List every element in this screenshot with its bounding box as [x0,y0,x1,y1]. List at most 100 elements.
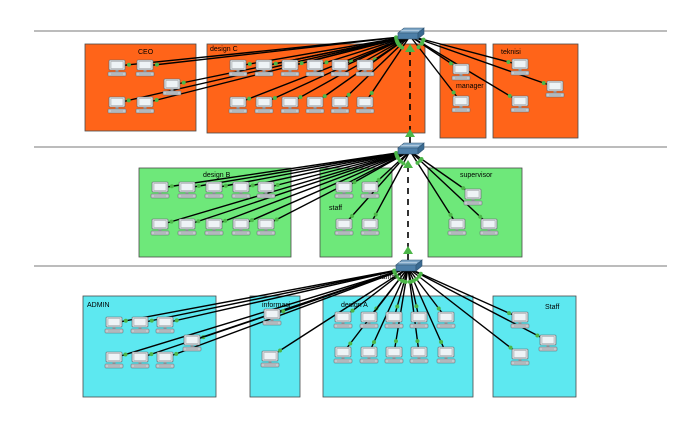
pc-icon[interactable] [436,346,456,364]
pc-icon[interactable] [262,308,282,326]
switch-icon[interactable] [395,259,423,272]
network-link [409,150,490,226]
pc-icon[interactable] [254,96,274,114]
pc-icon[interactable] [384,346,404,364]
pc-icon[interactable] [260,350,280,368]
pc-icon[interactable] [104,351,124,369]
network-link [186,150,411,189]
pc-icon[interactable] [384,311,404,329]
zone-label-informasi: informasi [262,302,291,309]
zone-label-manager: manager [456,83,484,90]
network-link [409,35,521,66]
zone-label-admin: ADMIN [87,302,110,309]
pc-icon[interactable] [451,95,471,113]
link-status-marker [478,214,483,219]
network-link [159,150,411,226]
pc-icon[interactable] [436,311,456,329]
link-status-marker [247,61,252,66]
pc-icon[interactable] [177,181,197,199]
pc-icon[interactable] [334,218,354,236]
pc-icon[interactable] [256,181,276,199]
link-status-marker [373,212,378,217]
zone-label-staff-1: Staff [545,304,559,311]
link-status-marker [348,341,353,346]
link-status-marker [436,306,441,311]
pc-icon[interactable] [479,218,499,236]
pc-icon[interactable] [538,334,558,352]
pc-icon[interactable] [359,311,379,329]
pc-icon[interactable] [510,311,530,329]
pc-icon[interactable] [280,96,300,114]
switch-icon[interactable] [397,27,425,40]
pc-icon[interactable] [135,59,155,77]
pc-icon[interactable] [334,181,354,199]
pc-icon[interactable] [451,63,471,81]
pc-icon[interactable] [510,95,530,113]
link-status-marker [278,348,283,353]
link-status-marker [346,92,351,97]
link-status-marker [250,183,255,188]
link-status-marker [415,339,420,344]
pc-icon[interactable] [256,218,276,236]
pc-icon[interactable] [162,78,182,96]
network-link [407,267,521,319]
pc-icon[interactable] [355,96,375,114]
pc-icon[interactable] [231,181,251,199]
link-status-marker [369,91,374,96]
network-link [213,150,411,226]
pc-icon[interactable] [447,218,467,236]
link-status-marker [249,218,254,223]
pc-icon[interactable] [231,218,251,236]
pc-icon[interactable] [130,316,150,334]
pc-icon[interactable] [107,59,127,77]
link-status-marker [349,214,354,219]
pc-icon[interactable] [545,80,565,98]
pc-icon[interactable] [150,181,170,199]
pc-icon[interactable] [254,59,274,77]
pc-icon[interactable] [228,59,248,77]
link-status-marker [149,318,154,323]
link-status-marker [507,93,512,98]
pc-icon[interactable] [330,96,350,114]
pc-icon[interactable] [182,334,202,352]
pc-icon[interactable] [510,348,530,366]
link-status-marker [394,274,399,279]
link-status-marker [535,333,540,338]
link-status-marker [196,219,201,224]
pc-icon[interactable] [333,311,353,329]
floor-dividers [34,30,667,267]
pc-icon[interactable] [305,96,325,114]
pc-icon[interactable] [150,218,170,236]
pc-icon[interactable] [409,346,429,364]
pc-icon[interactable] [155,316,175,334]
labels: CEO design C manager teknisi design B st… [87,46,559,311]
pc-icon[interactable] [463,188,483,206]
link-status-marker [350,308,355,313]
pc-icon[interactable] [107,96,127,114]
zone-design-a [322,295,474,398]
pc-icon[interactable] [510,58,530,76]
pc-icon[interactable] [355,59,375,77]
pc-icon[interactable] [359,346,379,364]
link-status-marker [154,98,159,103]
pc-icon[interactable] [104,316,124,334]
zone-label-ceo: CEO [138,49,154,56]
network-link [113,267,409,324]
pc-icon[interactable] [330,59,350,77]
pc-icon[interactable] [204,181,224,199]
pc-icon[interactable] [155,351,175,369]
pc-icon[interactable] [360,181,380,199]
pc-icon[interactable] [280,59,300,77]
pc-icon[interactable] [305,59,325,77]
pc-icon[interactable] [409,311,429,329]
pc-icon[interactable] [333,346,353,364]
network-link [342,267,409,354]
pc-icon[interactable] [360,218,380,236]
pc-icon[interactable] [135,96,155,114]
pc-icon[interactable] [177,218,197,236]
pc-icon[interactable] [228,96,248,114]
switch-icon[interactable] [397,142,425,155]
pc-icon[interactable] [204,218,224,236]
pc-icon[interactable] [130,351,150,369]
link-status-marker [376,177,381,182]
